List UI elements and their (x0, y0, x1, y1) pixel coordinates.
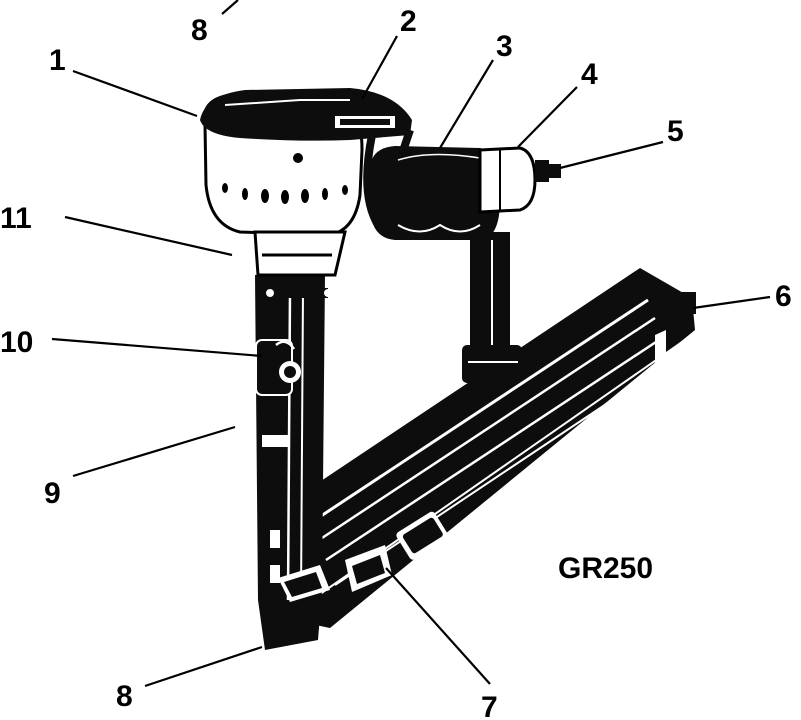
callout-5: 5 (667, 115, 684, 148)
air-fitting (478, 146, 561, 214)
callout-numbers: 8 1 2 3 4 5 11 6 10 9 7 8 (0, 5, 792, 720)
callout-11: 11 (0, 202, 32, 235)
callout-8-bottom: 8 (116, 680, 133, 713)
top-cap (200, 88, 412, 141)
magazine-support (462, 232, 522, 383)
leader-9 (72, 425, 236, 478)
leader-3 (439, 59, 494, 149)
leader-5 (559, 140, 664, 170)
callout-1: 1 (49, 44, 66, 77)
callout-7: 7 (481, 691, 498, 720)
leader-11 (64, 215, 233, 257)
leader-lines (51, 0, 771, 688)
leader-8-top (221, 0, 239, 15)
grip-handle (370, 146, 500, 240)
callout-6: 6 (775, 280, 792, 313)
callout-4: 4 (581, 58, 598, 91)
magazine (285, 268, 696, 628)
callout-8-top: 8 (191, 14, 208, 47)
leader-7 (385, 567, 491, 685)
leader-10 (51, 337, 263, 358)
callout-3: 3 (496, 30, 513, 63)
leader-1 (72, 69, 198, 118)
nose-assembly (255, 275, 332, 650)
leader-4 (517, 86, 578, 148)
leader-8-bottom (144, 645, 263, 688)
model-label: GR250 (558, 552, 653, 585)
leader-2 (361, 35, 398, 100)
vent-holes (222, 183, 348, 204)
leader-6 (692, 295, 771, 310)
callout-2: 2 (400, 5, 417, 38)
callout-10: 10 (0, 326, 33, 359)
callout-9: 9 (44, 477, 61, 510)
nailer-illustration (200, 88, 696, 650)
